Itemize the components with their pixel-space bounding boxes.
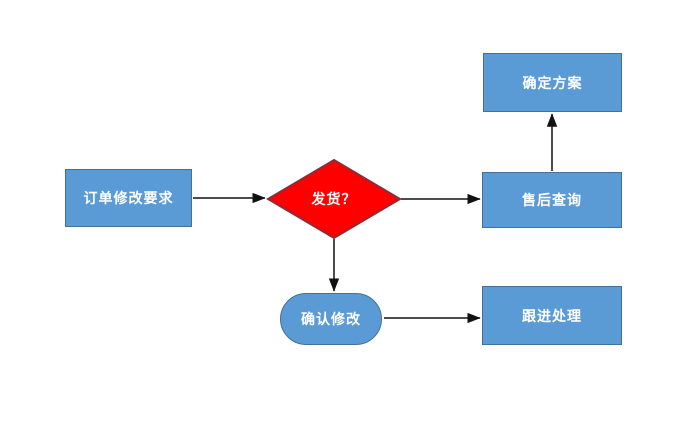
node-followup-handling-label: 跟进处理 [522, 307, 582, 324]
node-order-request-label: 订单修改要求 [83, 190, 174, 206]
node-shipping-decision-label: 发货？ [311, 191, 357, 207]
node-aftersales-inquiry: 售后查询 [482, 172, 622, 228]
node-confirm-modification-label: 确认修改 [301, 311, 361, 327]
node-aftersales-inquiry-label: 售后查询 [522, 192, 582, 208]
node-confirm-plan: 确定方案 [483, 53, 622, 112]
node-confirm-plan-label: 确定方案 [522, 74, 583, 91]
node-order-request: 订单修改要求 [65, 169, 192, 227]
node-shipping-decision: 发货？ [268, 160, 400, 238]
node-confirm-modification: 确认修改 [280, 293, 382, 345]
node-followup-handling: 跟进处理 [482, 286, 622, 345]
